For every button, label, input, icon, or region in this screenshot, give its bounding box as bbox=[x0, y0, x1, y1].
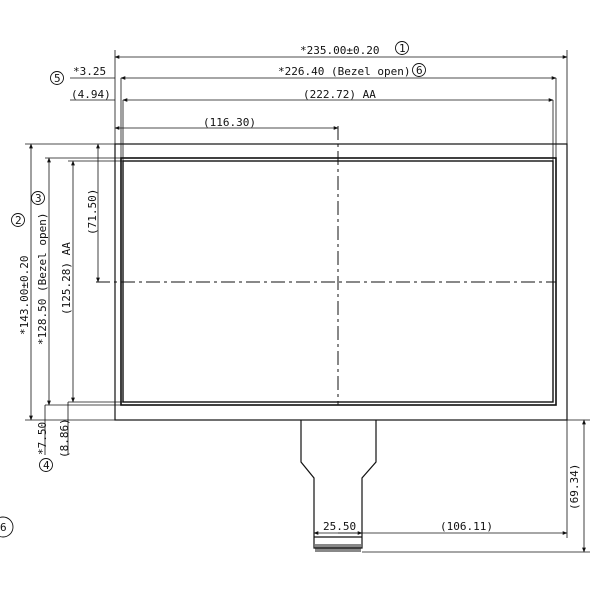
marker-6-label: 6 bbox=[416, 64, 423, 77]
dim-offset-left: *3.25 bbox=[73, 65, 106, 78]
dim-offset-bottom: *7.50 bbox=[36, 422, 49, 455]
marker-5-label: 5 bbox=[54, 72, 61, 85]
marker-1-label: 1 bbox=[399, 42, 406, 55]
marker-4 bbox=[39, 458, 53, 472]
dim-center-y: (71.50) bbox=[86, 189, 99, 235]
dim-width-total: *235.00±0.20 bbox=[300, 44, 379, 57]
marker-5 bbox=[50, 71, 64, 85]
marker-partial-label: 6 bbox=[0, 521, 7, 534]
dim-height-total: *143.00±0.20 bbox=[18, 256, 31, 335]
dim-fpc-height: (69.34) bbox=[568, 464, 581, 510]
marker-partial bbox=[0, 516, 14, 538]
left-extension-lines bbox=[25, 143, 123, 421]
marker-3-label: 3 bbox=[35, 192, 42, 205]
fpc-contacts bbox=[315, 544, 361, 552]
marker-4-label: 4 bbox=[43, 459, 50, 472]
marker-3 bbox=[31, 191, 45, 205]
bottom-left-extension-lines bbox=[44, 402, 69, 455]
dim-bezel-open-w: *226.40 (Bezel open) bbox=[278, 65, 410, 78]
marker-6 bbox=[412, 63, 426, 77]
dim-aa-offset-bottom: (8.86) bbox=[58, 418, 71, 458]
marker-2 bbox=[11, 213, 25, 227]
dim-center-x: (116.30) bbox=[203, 116, 256, 129]
dim-aa-offset-left: (4.94) bbox=[71, 88, 111, 101]
dim-bezel-open-h: *128.50 (Bezel open) bbox=[36, 213, 49, 345]
dim-fpc-offset: (106.11) bbox=[440, 520, 493, 533]
dim-aa-height: (125.28) AA bbox=[60, 242, 73, 315]
marker-2-label: 2 bbox=[15, 214, 22, 227]
marker-1 bbox=[395, 41, 409, 55]
top-extension-lines bbox=[70, 50, 568, 161]
fpc-extension-lines bbox=[362, 419, 590, 553]
dim-fpc-width: 25.50 bbox=[323, 520, 356, 533]
dim-aa-width: (222.72) AA bbox=[303, 88, 376, 101]
